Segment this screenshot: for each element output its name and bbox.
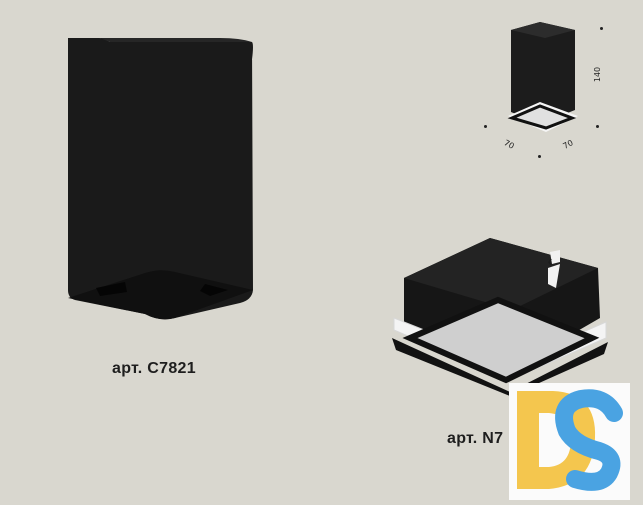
article-label-c7821: арт. C7821	[112, 360, 196, 377]
dimension-dot	[596, 125, 599, 128]
dimension-dot	[484, 125, 487, 128]
article-label-n7: арт. N7	[447, 430, 504, 447]
svg-text:☾: ☾	[548, 258, 555, 267]
ds-logo	[509, 383, 630, 500]
dimension-dot	[538, 155, 541, 158]
dimension-dot	[600, 27, 603, 30]
ds-logo-icon	[517, 389, 623, 491]
